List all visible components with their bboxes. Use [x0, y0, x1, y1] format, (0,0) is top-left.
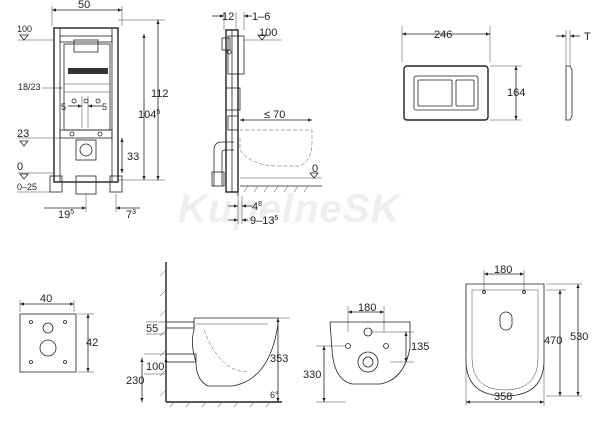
frame-h-range-label: 0–25 [17, 182, 37, 192]
bowl-front-h135-label: 135 [411, 341, 429, 353]
side-h-top-label: 100 [259, 27, 277, 39]
cover-plate-view: 40 42 [19, 293, 98, 373]
side-top-range-label: 1–6 [252, 11, 270, 23]
bowl-top-view: 180 470 530 358 [465, 264, 588, 406]
side-bottom-small-label: 48 [252, 201, 262, 213]
side-top-depth-label: 12 [222, 11, 234, 23]
cover-height-label: 42 [86, 337, 98, 349]
plate-thickness-label: T [584, 31, 591, 43]
watermark-text: KupelneSK [178, 187, 402, 231]
bowl-side-h230-label: 230 [126, 375, 144, 387]
bowl-side-view: 55 100 230 353 6° [126, 262, 290, 408]
side-bottom-range-label: 9–135 [250, 215, 278, 227]
frame-bottom-left-label: 195 [58, 209, 74, 221]
bowl-side-h100-label: 100 [146, 361, 164, 373]
frame-h-top-label: 100 [17, 24, 32, 34]
frame-pipe-range-label: 18/23 [18, 82, 41, 92]
bowl-side-h55-label: 55 [146, 323, 158, 335]
frame-h-total-label: 112 [151, 88, 169, 100]
bowl-front-width-label: 180 [358, 302, 376, 314]
bowl-front-view: 180 135 330 [303, 302, 429, 403]
frame-offset-left-label: 5 [61, 102, 66, 112]
frame-h-23-label: 23 [17, 128, 29, 140]
bowl-top-depth530-label: 530 [570, 331, 588, 343]
plate-height-label: 164 [507, 87, 525, 99]
frame-width-label: 50 [78, 0, 90, 11]
frame-h-0-label: 0 [17, 161, 23, 173]
cover-width-label: 40 [40, 293, 52, 305]
side-projection-label: ≤ 70 [264, 109, 285, 121]
bowl-top-depth470-label: 470 [544, 335, 562, 347]
frame-h-33-label: 33 [127, 151, 139, 163]
bowl-top-width-label: 180 [494, 264, 512, 276]
bowl-side-h353-label: 353 [270, 353, 288, 365]
frame-front-view: 50 100 [17, 0, 169, 221]
bowl-front-h330-label: 330 [303, 369, 321, 381]
side-h-0-label: 0 [312, 163, 318, 175]
frame-h-104-label: 1045 [138, 109, 160, 121]
bowl-side-angle-label: 6° [270, 390, 279, 400]
bowl-top-width358-label: 358 [494, 391, 512, 403]
frame-bottom-right-label: 73 [126, 209, 136, 221]
frame-side-view: 12 1–6 100 ≤ 70 0 [211, 11, 322, 227]
frame-offset-right-label: 5 [102, 102, 107, 112]
flush-plate-view: 246 164 T [401, 26, 591, 121]
plate-width-label: 246 [434, 29, 452, 41]
